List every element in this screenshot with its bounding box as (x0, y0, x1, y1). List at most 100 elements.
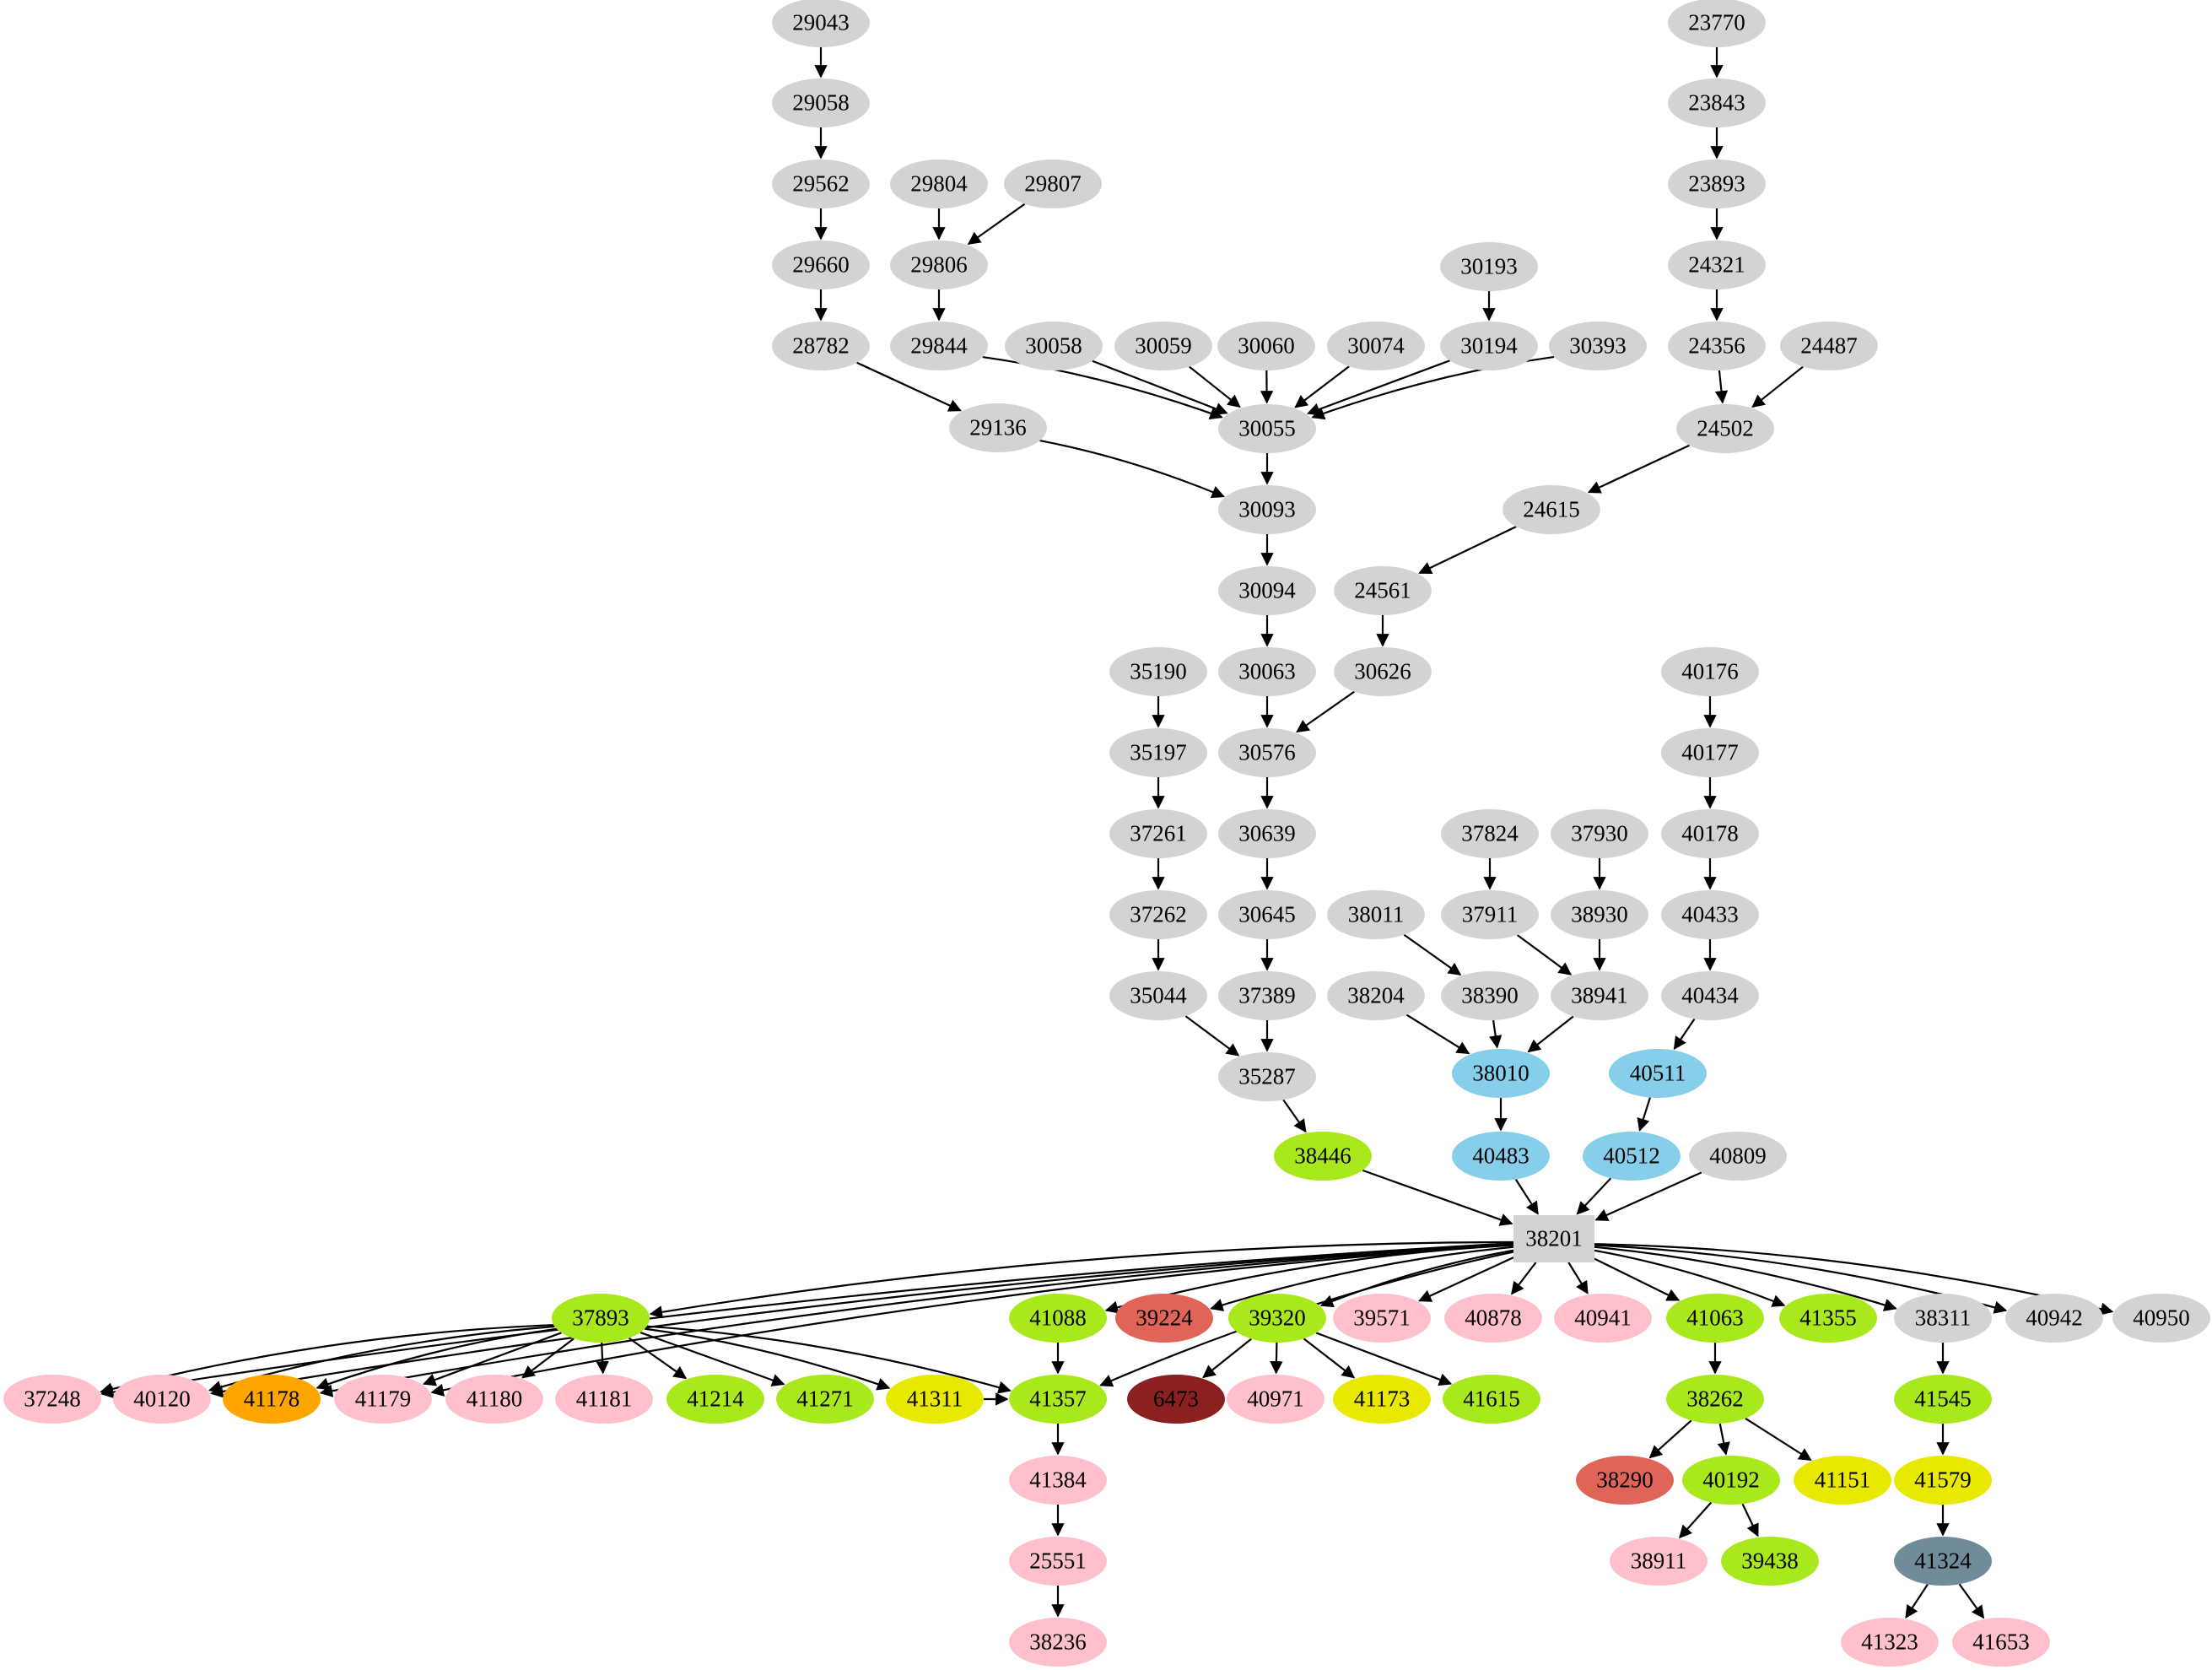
graph-node-30626[interactable] (1334, 647, 1432, 696)
graph-node-40433[interactable] (1661, 890, 1759, 939)
graph-node-28782[interactable] (772, 322, 870, 370)
graph-node-24321[interactable] (1668, 241, 1766, 289)
graph-node-41545[interactable] (1894, 1375, 1992, 1424)
graph-node-38446[interactable] (1274, 1132, 1372, 1181)
graph-node-38390[interactable] (1441, 971, 1539, 1020)
graph-node-30393[interactable] (1549, 322, 1647, 370)
graph-node-41323[interactable] (1841, 1618, 1939, 1667)
graph-node-37824[interactable] (1441, 809, 1539, 858)
graph-node-35190[interactable] (1109, 647, 1207, 696)
graph-node-40942[interactable] (2005, 1294, 2103, 1343)
graph-node-41324[interactable] (1894, 1537, 1992, 1586)
graph-node-29136[interactable] (949, 403, 1047, 452)
graph-node-39320[interactable] (1228, 1294, 1326, 1343)
graph-node-37261[interactable] (1109, 809, 1207, 858)
graph-node-38011[interactable] (1327, 890, 1425, 939)
graph-node-24502[interactable] (1676, 404, 1774, 453)
graph-node-40511[interactable] (1609, 1049, 1707, 1098)
graph-node-40192[interactable] (1682, 1456, 1780, 1505)
graph-node-29844[interactable] (890, 322, 988, 370)
graph-node-38311[interactable] (1894, 1294, 1992, 1343)
graph-node-38930[interactable] (1551, 890, 1648, 939)
graph-node-39571[interactable] (1333, 1294, 1431, 1343)
graph-node-41088[interactable] (1009, 1294, 1107, 1343)
graph-node-38201[interactable] (1513, 1215, 1594, 1262)
graph-node-38290[interactable] (1576, 1456, 1674, 1505)
graph-node-29058[interactable] (772, 78, 870, 127)
graph-node-41384[interactable] (1009, 1456, 1107, 1505)
graph-node-30060[interactable] (1217, 322, 1315, 370)
graph-node-24561[interactable] (1334, 566, 1432, 615)
graph-node-41615[interactable] (1443, 1375, 1540, 1424)
graph-node-37930[interactable] (1551, 809, 1648, 858)
graph-node-40483[interactable] (1452, 1132, 1550, 1181)
graph-node-38236[interactable] (1009, 1618, 1107, 1667)
graph-node-40434[interactable] (1661, 971, 1759, 1020)
graph-node-41311[interactable] (886, 1375, 984, 1424)
graph-node-41579[interactable] (1894, 1456, 1992, 1505)
graph-node-40512[interactable] (1583, 1132, 1681, 1181)
graph-node-40950[interactable] (2112, 1294, 2210, 1343)
graph-node-30639[interactable] (1218, 809, 1316, 858)
graph-node-38911[interactable] (1610, 1537, 1708, 1586)
graph-node-30094[interactable] (1218, 566, 1316, 615)
graph-node-38262[interactable] (1666, 1375, 1764, 1424)
graph-node-41271[interactable] (776, 1375, 874, 1424)
graph-node-29660[interactable] (772, 241, 870, 289)
graph-node-41355[interactable] (1779, 1294, 1877, 1343)
graph-node-23843[interactable] (1668, 78, 1766, 127)
graph-node-30063[interactable] (1218, 647, 1316, 696)
graph-node-30074[interactable] (1327, 322, 1425, 370)
graph-node-37893[interactable] (552, 1294, 650, 1343)
graph-node-38204[interactable] (1327, 971, 1425, 1020)
graph-node-29807[interactable] (1004, 159, 1102, 208)
graph-node-40809[interactable] (1689, 1132, 1787, 1181)
graph-node-24615[interactable] (1503, 485, 1600, 534)
graph-node-23893[interactable] (1668, 159, 1766, 208)
graph-node-37389[interactable] (1218, 971, 1316, 1020)
graph-node-25551[interactable] (1009, 1537, 1107, 1586)
graph-node-37911[interactable] (1441, 890, 1539, 939)
graph-node-30193[interactable] (1440, 242, 1538, 291)
graph-node-38010[interactable] (1452, 1049, 1550, 1098)
graph-node-39224[interactable] (1115, 1294, 1213, 1343)
graph-node-41214[interactable] (666, 1375, 764, 1424)
graph-node-35197[interactable] (1109, 728, 1207, 777)
graph-node-40120[interactable] (113, 1375, 211, 1424)
graph-node-41063[interactable] (1666, 1294, 1764, 1343)
graph-node-30055[interactable] (1218, 404, 1316, 453)
graph-node-29806[interactable] (890, 241, 988, 289)
graph-node-41180[interactable] (445, 1375, 543, 1424)
graph-node-39438[interactable] (1721, 1537, 1819, 1586)
graph-node-41151[interactable] (1794, 1456, 1891, 1505)
graph-node-30194[interactable] (1440, 322, 1538, 370)
graph-node-30576[interactable] (1218, 728, 1316, 777)
graph-node-41653[interactable] (1952, 1618, 2050, 1667)
graph-node-41178[interactable] (223, 1375, 321, 1424)
graph-node-41179[interactable] (334, 1375, 432, 1424)
graph-node-35287[interactable] (1218, 1052, 1316, 1101)
graph-node-41173[interactable] (1333, 1375, 1431, 1424)
graph-node-40176[interactable] (1661, 647, 1759, 696)
graph-node-40178[interactable] (1661, 809, 1759, 858)
graph-node-35044[interactable] (1109, 971, 1207, 1020)
graph-node-40177[interactable] (1661, 728, 1759, 777)
graph-node-40941[interactable] (1554, 1294, 1652, 1343)
graph-node-30093[interactable] (1218, 485, 1316, 534)
graph-node-40971[interactable] (1227, 1375, 1325, 1424)
graph-node-30645[interactable] (1218, 890, 1316, 939)
graph-node-41357[interactable] (1009, 1375, 1107, 1424)
graph-node-41181[interactable] (555, 1375, 653, 1424)
graph-node-6473[interactable] (1127, 1375, 1225, 1424)
graph-node-29562[interactable] (772, 159, 870, 208)
graph-node-30058[interactable] (1005, 322, 1103, 370)
graph-node-37262[interactable] (1109, 890, 1207, 939)
graph-node-24356[interactable] (1668, 322, 1766, 370)
graph-node-29043[interactable] (772, 0, 870, 47)
graph-node-24487[interactable] (1780, 322, 1878, 370)
graph-node-38941[interactable] (1551, 971, 1648, 1020)
graph-node-37248[interactable] (3, 1375, 101, 1424)
graph-node-29804[interactable] (890, 159, 988, 208)
graph-node-40878[interactable] (1444, 1294, 1542, 1343)
graph-node-30059[interactable] (1114, 322, 1212, 370)
